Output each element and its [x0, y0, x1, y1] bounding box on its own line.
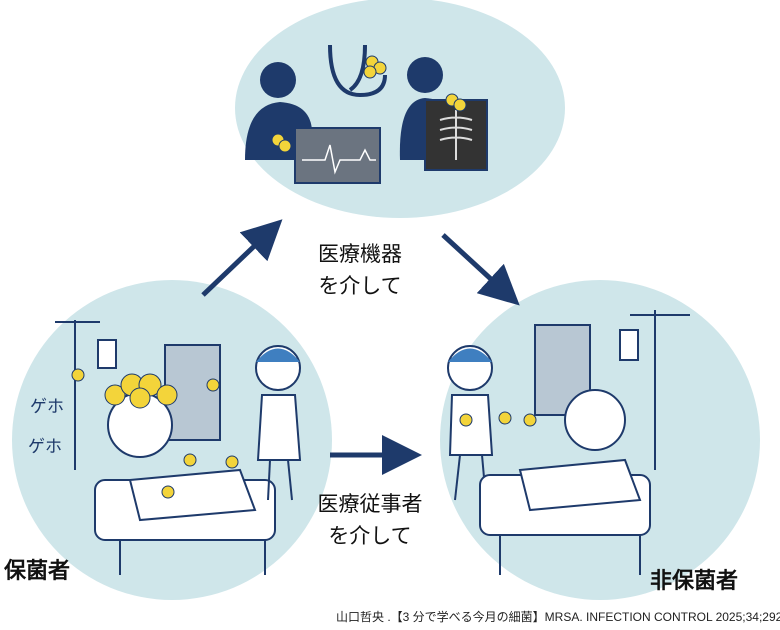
carrier-patient: [71, 368, 239, 499]
device-route-label: 医療機器 を介して: [300, 238, 420, 302]
non-carrier-label: 非保菌者: [650, 569, 739, 594]
bed-icon: [94, 468, 276, 575]
cough-sound-text: ゲホ: [30, 397, 64, 417]
cough-sound-text: ゲホ: [28, 437, 62, 457]
iv-stand-icon: [55, 320, 117, 470]
staff-route-line1: 医療従事者: [317, 492, 423, 516]
iv-stand-icon: [619, 310, 690, 470]
staff-route-label: 医療従事者 を介して: [300, 488, 440, 552]
ecg-monitor-icon: [294, 127, 381, 184]
bacteria-icon: [271, 55, 467, 153]
bed-icon: [479, 389, 651, 575]
stethoscope-icon: [328, 44, 387, 98]
arrow-device-to-patient: [441, 233, 520, 306]
nurse-figure: [255, 345, 302, 501]
staff-route-line2: を介して: [328, 524, 412, 548]
device-route-line2: を介して: [318, 274, 402, 298]
arrow-to-device: [201, 219, 283, 297]
citation: 山口哲央 .【3 分で学べる今月の細菌】MRSA. INFECTION CONT…: [336, 610, 780, 624]
nurse-figure: [447, 345, 537, 501]
carrier-label: 保菌者: [4, 559, 71, 584]
device-route-line1: 医療機器: [318, 242, 402, 266]
